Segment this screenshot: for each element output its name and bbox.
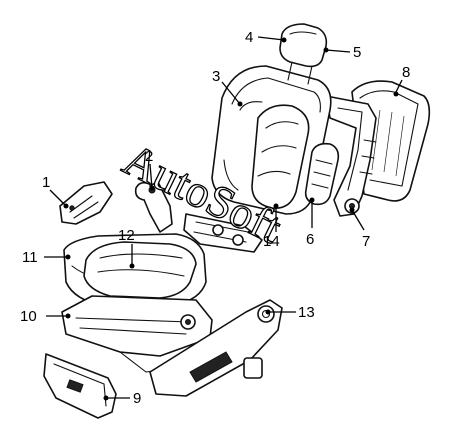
callout-label-5: 5 bbox=[353, 44, 361, 61]
callout-label-2: 2 bbox=[145, 148, 153, 165]
callout-label-12: 12 bbox=[118, 227, 135, 244]
part-side-shield bbox=[149, 299, 283, 397]
callout-7: 7 bbox=[349, 207, 370, 250]
part-seat-cushion-pad bbox=[83, 241, 197, 299]
callout-14: 14 bbox=[263, 203, 280, 250]
callout-label-11: 11 bbox=[22, 249, 38, 266]
part-lumbar-pad bbox=[304, 142, 340, 206]
callout-12: 12 bbox=[118, 227, 135, 269]
part-recliner-bracket bbox=[325, 95, 377, 217]
part-back-cushion bbox=[251, 104, 310, 209]
callout-label-3: 3 bbox=[212, 68, 220, 85]
callout-2: 2 bbox=[145, 148, 155, 191]
callout-8: 8 bbox=[393, 64, 410, 97]
callout-label-10: 10 bbox=[20, 308, 37, 325]
callout-label-7: 7 bbox=[362, 233, 370, 250]
part-side-trim bbox=[59, 181, 113, 225]
callout-6: 6 bbox=[306, 197, 315, 248]
callout-label-6: 6 bbox=[306, 231, 314, 248]
callout-4: 4 bbox=[245, 29, 287, 46]
callout-label-4: 4 bbox=[245, 29, 253, 46]
callout-label-1: 1 bbox=[42, 174, 50, 191]
part-front-trim-panel bbox=[43, 353, 117, 419]
callout-1: 1 bbox=[42, 174, 69, 209]
part-adjuster-motor bbox=[183, 213, 263, 253]
callout-label-8: 8 bbox=[402, 64, 410, 81]
callout-3: 3 bbox=[212, 68, 243, 107]
callout-label-9: 9 bbox=[133, 390, 141, 407]
callout-10: 10 bbox=[20, 308, 71, 325]
callout-5: 5 bbox=[323, 44, 361, 61]
callout-11: 11 bbox=[22, 249, 71, 266]
part-handle bbox=[134, 181, 173, 233]
callout-13: 13 bbox=[265, 304, 315, 321]
callout-label-14: 14 bbox=[263, 233, 280, 250]
part-headrest bbox=[279, 23, 328, 85]
callout-label-13: 13 bbox=[298, 304, 315, 321]
callout-9: 9 bbox=[103, 390, 141, 407]
